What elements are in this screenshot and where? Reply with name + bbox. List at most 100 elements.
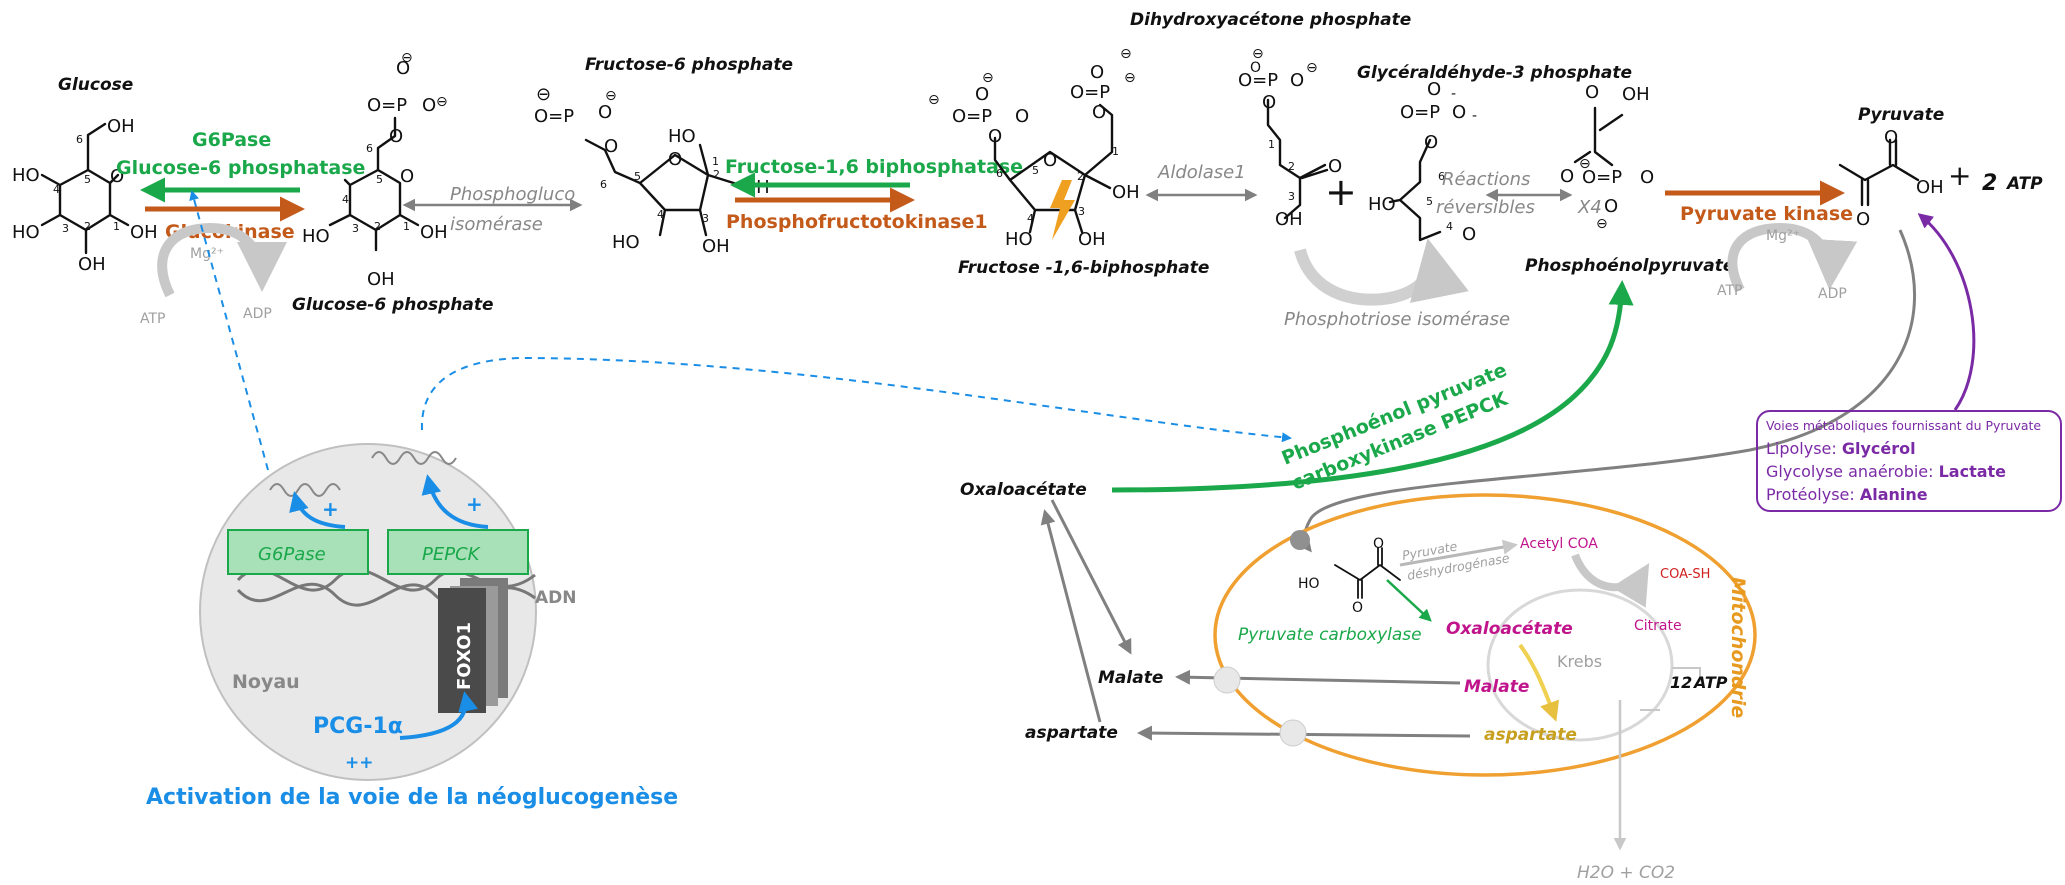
svg-text:HO: HO <box>12 222 40 243</box>
atp-adp-curve <box>157 222 287 298</box>
svg-text:1: 1 <box>113 220 120 233</box>
svg-text:⊖: ⊖ <box>401 50 413 66</box>
svg-text:O: O <box>1373 536 1384 552</box>
svg-text:⊖: ⊖ <box>1120 46 1132 62</box>
glucose-molecule: Glucose OH O HO HO OH OH 6 5 4 3 2 1 <box>12 75 158 275</box>
oxaloacetate-label: Oxaloacétate <box>960 480 1087 500</box>
svg-text:⊖: ⊖ <box>1252 46 1264 62</box>
svg-text:2: 2 <box>374 220 381 233</box>
glucose-label: Glucose <box>58 75 133 95</box>
svg-text:2: 2 <box>713 168 720 181</box>
svg-text:O: O <box>1352 600 1363 616</box>
svg-text:O: O <box>988 126 1002 147</box>
sources-line-1: Lipolyse: Glycérol <box>1766 439 1916 458</box>
sources-line-2: Glycolyse anaérobie: Lactate <box>1766 462 2007 481</box>
pfk-label: Phosphofructotokinase1 <box>726 211 988 233</box>
svg-text:ADP: ADP <box>243 306 272 322</box>
svg-text:ADN: ADN <box>535 588 577 608</box>
svg-text:OH: OH <box>420 222 448 243</box>
mitochondria: Mitochondrie O HO O Pyruvate déshydrogén… <box>1213 493 1757 883</box>
svg-text:O=P: O=P <box>1582 167 1622 188</box>
svg-text:O: O <box>396 58 410 79</box>
svg-text:4: 4 <box>1446 220 1453 233</box>
transporter-aspartate <box>1279 719 1307 747</box>
f16bp-label: Fructose -1,6-biphosphate <box>958 258 1209 278</box>
svg-text:3: 3 <box>1288 190 1295 203</box>
svg-text:Phosphogluco: Phosphogluco <box>450 184 575 205</box>
svg-text:O: O <box>1884 127 1898 148</box>
svg-text:ATP: ATP <box>2005 174 2043 194</box>
pfk-step: Fructose-1,6 biphosphatase Phosphofructo… <box>725 156 1023 233</box>
svg-text:Réactions: Réactions <box>1442 169 1530 190</box>
pk-atp-curve <box>1727 222 1858 293</box>
svg-text:6: 6 <box>366 142 373 155</box>
svg-text:6: 6 <box>600 178 607 191</box>
svg-text:O: O <box>1452 102 1466 123</box>
svg-text:⊖: ⊖ <box>1124 70 1136 86</box>
svg-text:O=P: O=P <box>534 106 574 127</box>
tpi-step: Phosphotriose isomérase <box>1284 238 1510 330</box>
svg-text:OH: OH <box>1275 209 1303 230</box>
svg-text:O: O <box>1262 92 1276 113</box>
tpi-curve <box>1294 238 1469 306</box>
svg-text:+: + <box>466 492 483 516</box>
svg-text:HO: HO <box>1298 576 1320 592</box>
svg-text:O: O <box>1604 196 1618 217</box>
pep-molecule: O OH O O=P O ⊖ O ⊖ Phosphoénolpyruvate <box>1525 82 1734 276</box>
acetyl-coa-label: Acetyl COA <box>1520 536 1598 552</box>
svg-text:G6Pase: G6Pase <box>258 544 326 565</box>
svg-text:O=P: O=P <box>1238 70 1278 91</box>
svg-text:OH: OH <box>107 116 135 137</box>
gene-pepck <box>387 529 529 575</box>
sources-to-pyruvate-arrow <box>1917 213 1976 411</box>
foxo1-label: FOXO1 <box>454 622 475 690</box>
pepck-arrow <box>1111 280 1634 493</box>
svg-text:⊖: ⊖ <box>928 92 940 108</box>
dhap-label: Dihydroxyacétone phosphate <box>1130 10 1411 30</box>
svg-text:⊖: ⊖ <box>1579 156 1591 172</box>
svg-text:O: O <box>1427 79 1441 100</box>
svg-text:4: 4 <box>657 208 664 221</box>
pk-step: Pyruvate kinase ATP ADP Mg²⁺ <box>1665 180 1858 302</box>
pep-label: Phosphoénolpyruvate <box>1525 256 1734 276</box>
activation-caption: Activation de la voie de la néoglucogenè… <box>146 785 678 810</box>
g3p-molecule: Glycéraldéhyde-3 phosphate O=P O O - - O… <box>1357 63 1632 245</box>
svg-text:O: O <box>1424 132 1438 153</box>
svg-text:4: 4 <box>1027 212 1034 225</box>
cytosol-shuttle: Malate aspartate <box>1025 499 1471 743</box>
svg-text:OH: OH <box>1916 177 1944 198</box>
pyruvate-label: Pyruvate <box>1858 105 1944 125</box>
svg-text:O: O <box>598 102 612 123</box>
gene-g6pase <box>227 529 369 575</box>
g6p-molecule: O=P O O ⊖ ⊖ O O HO OH OH 6 5 4 3 2 1 Glu… <box>292 50 494 315</box>
pyruvate-molecule: Pyruvate O OH O + 2 ATP <box>1838 105 2043 230</box>
g6pase-short-label: G6Pase <box>192 129 271 151</box>
dhap-molecule: Dihydroxyacétone phosphate O=P O ⊖ O ⊖ O… <box>1130 10 1411 230</box>
svg-text:COA-SH: COA-SH <box>1660 567 1710 582</box>
svg-text:O: O <box>1856 209 1870 230</box>
svg-text:Mg²⁺: Mg²⁺ <box>1766 228 1800 244</box>
svg-text:4: 4 <box>342 193 349 206</box>
mitochondria-membrane <box>1213 493 1757 777</box>
krebs-cycle <box>1486 588 1674 742</box>
svg-text:HO: HO <box>302 226 330 247</box>
mito-label: Mitochondrie <box>1727 577 1749 718</box>
oxaloacetate-mito-label: Oxaloacétate <box>1446 619 1573 639</box>
sources-line-3: Protéolyse: Alanine <box>1766 485 1928 504</box>
svg-text:6: 6 <box>76 133 83 146</box>
svg-text:5: 5 <box>84 173 91 186</box>
svg-text:OH: OH <box>1078 229 1106 250</box>
svg-text:O: O <box>1462 224 1476 245</box>
svg-text:2: 2 <box>1077 170 1084 183</box>
svg-text:O: O <box>668 149 682 170</box>
transporter-pyr <box>1290 530 1310 550</box>
svg-text:OH: OH <box>78 254 106 275</box>
svg-text:5: 5 <box>1032 164 1039 177</box>
svg-text:isomérase: isomérase <box>450 214 543 235</box>
svg-text:OH: OH <box>702 236 730 257</box>
svg-text:O: O <box>975 84 989 105</box>
svg-text:Citrate: Citrate <box>1634 618 1682 634</box>
svg-text:O: O <box>400 166 414 187</box>
